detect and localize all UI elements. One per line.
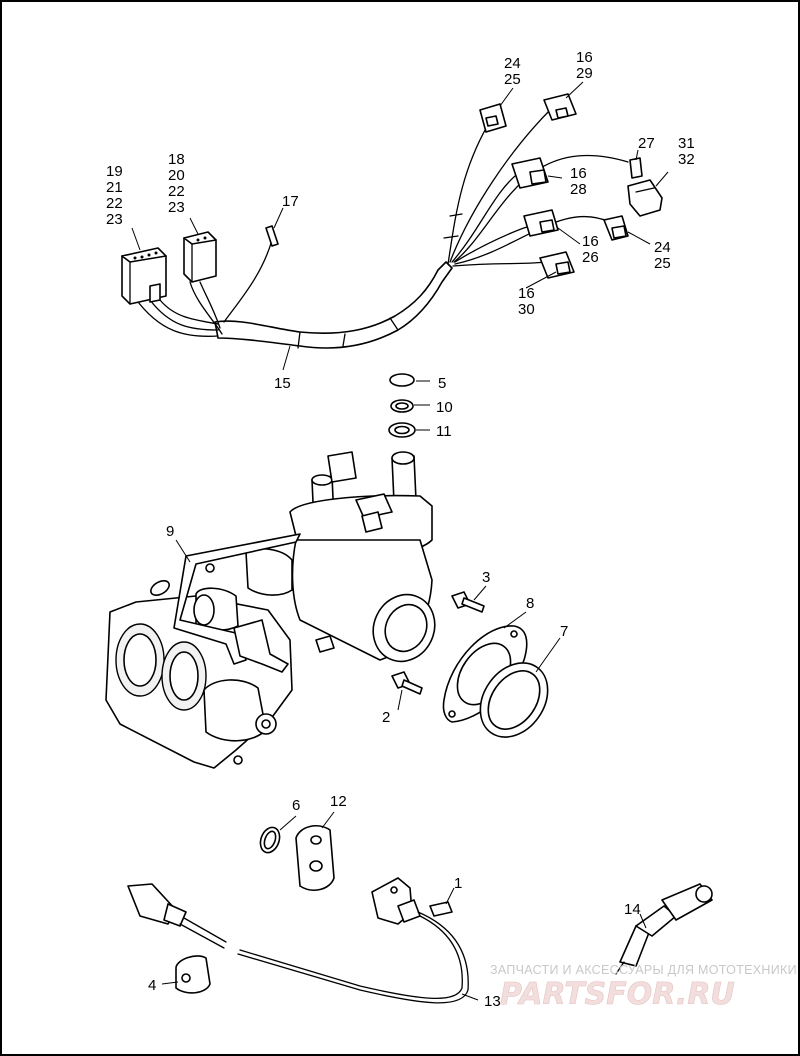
- callout-28: 28: [570, 181, 587, 198]
- callout-16-top: 16: [576, 49, 593, 66]
- callout-17: 17: [282, 193, 299, 210]
- callout-25-lower: 25: [654, 255, 671, 272]
- callout-group-20: 20: [168, 167, 185, 184]
- connector-16-29: [543, 93, 577, 121]
- callout-6: 6: [292, 797, 300, 814]
- callout-10: 10: [436, 399, 453, 416]
- callout-labels: 17 15 19 21 22 23 18 20 22 23 24 25 16 2…: [106, 49, 695, 1010]
- sensor-probe: [265, 225, 279, 247]
- callout-12: 12: [330, 793, 347, 810]
- connector-24-25-top: [479, 103, 507, 133]
- wiring-harness: [121, 93, 663, 349]
- callout-31: 31: [678, 135, 695, 152]
- screw-1: [429, 901, 453, 917]
- callout-24-top: 24: [504, 55, 521, 72]
- leader-lines: [131, 81, 669, 1001]
- callout-group-19: 19: [106, 163, 123, 180]
- o-ring-5: [389, 373, 415, 387]
- callout-9: 9: [166, 523, 174, 540]
- connector-large-left: [121, 247, 167, 305]
- callout-16-mid: 16: [570, 165, 587, 182]
- seal-ring-7: [479, 662, 549, 738]
- watermark-caption: ЗАПЧАСТИ И АКСЕССУАРЫ ДЛЯ МОТОТЕХНИКИ: [490, 963, 797, 977]
- callout-16-lower: 16: [582, 233, 599, 250]
- callout-group-18: 18: [168, 151, 185, 168]
- callout-2: 2: [382, 709, 390, 726]
- seal-11: [388, 422, 416, 438]
- callout-5: 5: [438, 375, 446, 392]
- callout-25-top: 25: [504, 71, 521, 88]
- connector-16-28: [511, 157, 549, 189]
- callout-13: 13: [484, 993, 501, 1010]
- callout-4: 4: [148, 977, 156, 994]
- callout-group-21: 21: [106, 179, 123, 196]
- throttle-body: [105, 451, 436, 769]
- spacer-12: [295, 825, 335, 891]
- callout-15: 15: [274, 375, 291, 392]
- callout-group-22a: 22: [106, 195, 123, 212]
- sensor-14: [615, 883, 713, 975]
- callout-14: 14: [624, 901, 641, 918]
- callout-group-22b: 22: [168, 183, 185, 200]
- connector-medium-left: [183, 231, 217, 283]
- callout-group-23a: 23: [106, 211, 123, 228]
- callout-27: 27: [638, 135, 655, 152]
- callout-7: 7: [560, 623, 568, 640]
- callout-11: 11: [436, 423, 452, 440]
- callout-30: 30: [518, 301, 535, 318]
- connector-16-30: [539, 251, 575, 279]
- callout-16-bottom: 16: [518, 285, 535, 302]
- screw-3: [451, 591, 485, 613]
- clip-4: [175, 955, 211, 994]
- sensor-13: [127, 877, 469, 1004]
- callout-29: 29: [576, 65, 593, 82]
- watermark: ЗАПЧАСТИ И АКСЕССУАРЫ ДЛЯ МОТОТЕХНИКИ PA…: [490, 963, 797, 1012]
- callout-32: 32: [678, 151, 695, 168]
- callout-1: 1: [454, 875, 462, 892]
- watermark-logo: PARTSFOR.RU: [500, 977, 735, 1012]
- callout-24-lower: 24: [654, 239, 671, 256]
- connector-31-32: [627, 157, 663, 217]
- screw-2: [391, 671, 423, 695]
- callout-8: 8: [526, 595, 534, 612]
- connector-24-25-lower: [603, 215, 629, 241]
- washer-10: [390, 399, 414, 413]
- callout-3: 3: [482, 569, 490, 586]
- callout-26: 26: [582, 249, 599, 266]
- callout-group-23b: 23: [168, 199, 185, 216]
- connector-16-26: [523, 209, 559, 237]
- o-ring-6: [259, 826, 281, 854]
